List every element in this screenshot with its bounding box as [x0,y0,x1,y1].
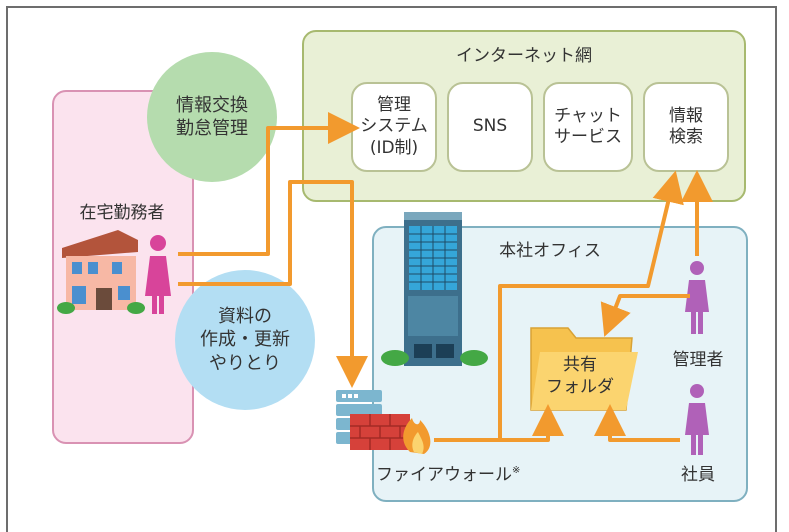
firewall-label: ファイアウォール※ [376,465,576,486]
shared-folder-label-line2: フォルダ [546,377,614,396]
bubble-document-exchange: 資料の 作成・更新 やりとり [175,270,315,410]
firewall-icon [336,390,431,454]
service-chat: チャット サービス [543,82,633,172]
arrow-firewall-to-folder [434,404,564,442]
manager-person-icon [685,261,709,334]
arrow-employee-to-folder [594,404,680,442]
service-management-system: 管理 システム (ID制) [351,82,437,172]
employee-label: 社員 [681,465,715,485]
firewall-label-text: ファイアウォール [376,465,512,485]
firewall-note-mark: ※ [512,465,521,476]
office-building-icon [381,212,488,366]
head-office-title: 本社オフィス [499,241,601,261]
service-sns: SNS [447,82,533,172]
arrow-home-to-firewall [178,180,368,388]
employee-person-icon [685,384,709,455]
house-icon [57,230,145,314]
diagram-frame [6,6,777,532]
arrow-manager-to-folder [600,294,690,337]
shared-folder-icon [530,327,638,411]
service-info-search: 情報 検索 [643,82,729,172]
shared-folder-label-line1: 共有 [563,355,597,374]
internet-title: インターネット網 [456,46,592,66]
manager-label: 管理者 [672,350,724,370]
arrow-firewall-to-search [498,170,684,440]
arrow-home-to-management [178,112,360,256]
home-worker-person-icon [145,235,171,314]
bubble-info-exchange: 情報交換 勤怠管理 [147,52,277,182]
home-worker-title: 在宅勤務者 [79,203,165,223]
